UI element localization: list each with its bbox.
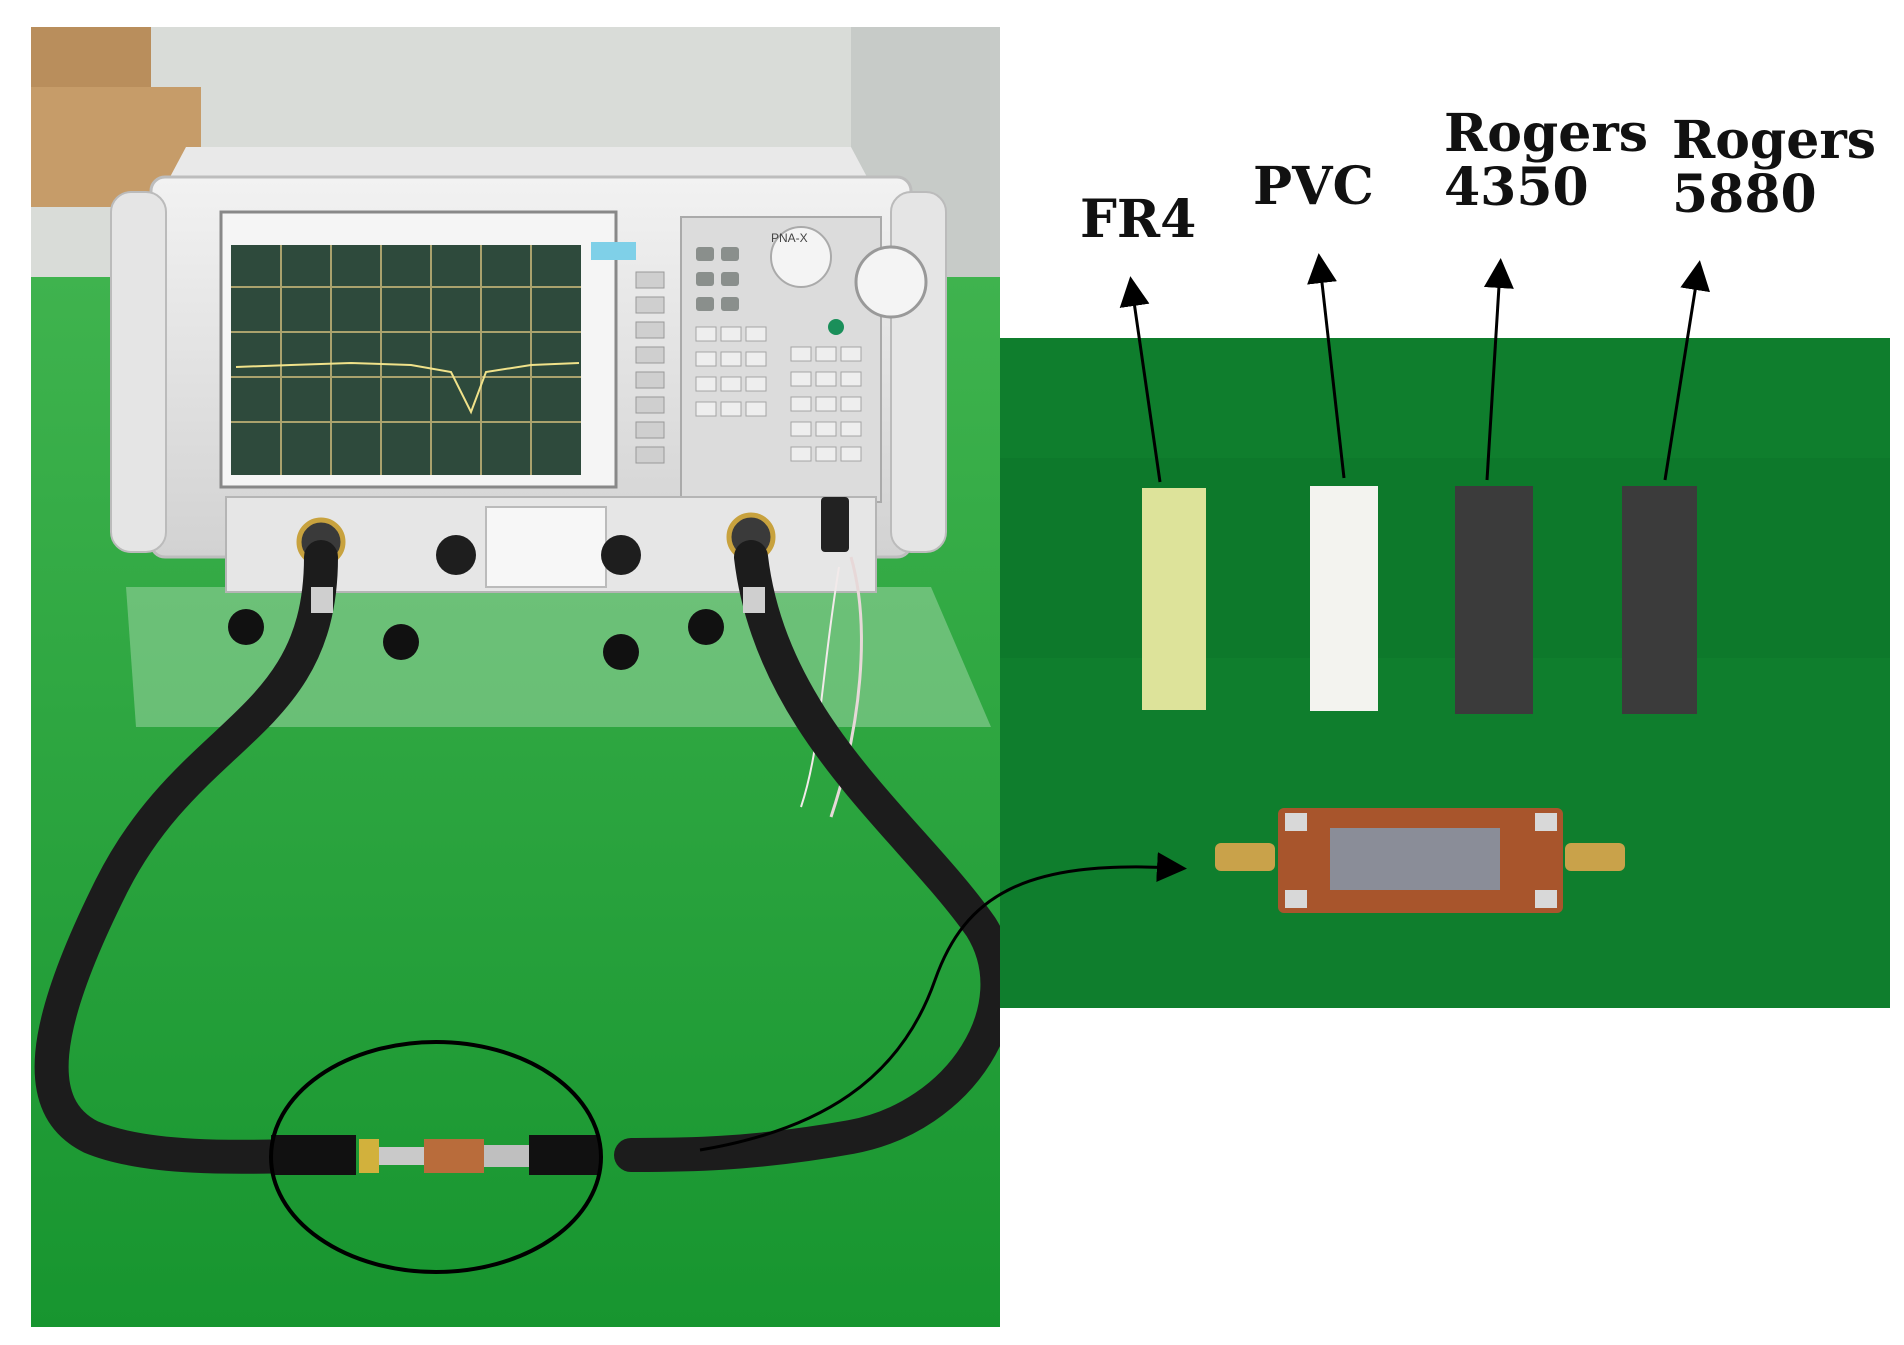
- rogers-5880-label-line1: Rogers: [1672, 110, 1877, 171]
- samples-illustration: [1000, 338, 1890, 1008]
- measurement-setup-photo: PNA-X: [31, 27, 1000, 1327]
- rogers-4350-label-line1: Rogers: [1444, 103, 1649, 164]
- pvc-label: PVC: [1253, 156, 1374, 217]
- rogers-4350-label: Rogers 4350: [1444, 107, 1648, 215]
- rogers-4350-label-line2: 4350: [1444, 157, 1589, 218]
- fr4-label: FR4: [1080, 189, 1197, 250]
- rogers-5880-sample: [1622, 486, 1697, 714]
- dut-in-line: [424, 1139, 484, 1173]
- measurement-setup-illustration: PNA-X: [31, 27, 1000, 1327]
- pvc-sample: [1310, 486, 1378, 711]
- fabricated-device: [1215, 808, 1625, 913]
- dut-highlight-ellipse: [269, 1040, 603, 1274]
- samples-photo: [1000, 338, 1890, 1008]
- panel-model-text: PNA-X: [771, 231, 808, 245]
- fr4-sample: [1142, 488, 1206, 710]
- rogers-4350-sample: [1455, 486, 1533, 714]
- rogers-5880-label-line2: 5880: [1672, 164, 1817, 225]
- rogers-5880-label: Rogers 5880: [1672, 114, 1876, 222]
- coax-cable-left: [34, 540, 348, 1174]
